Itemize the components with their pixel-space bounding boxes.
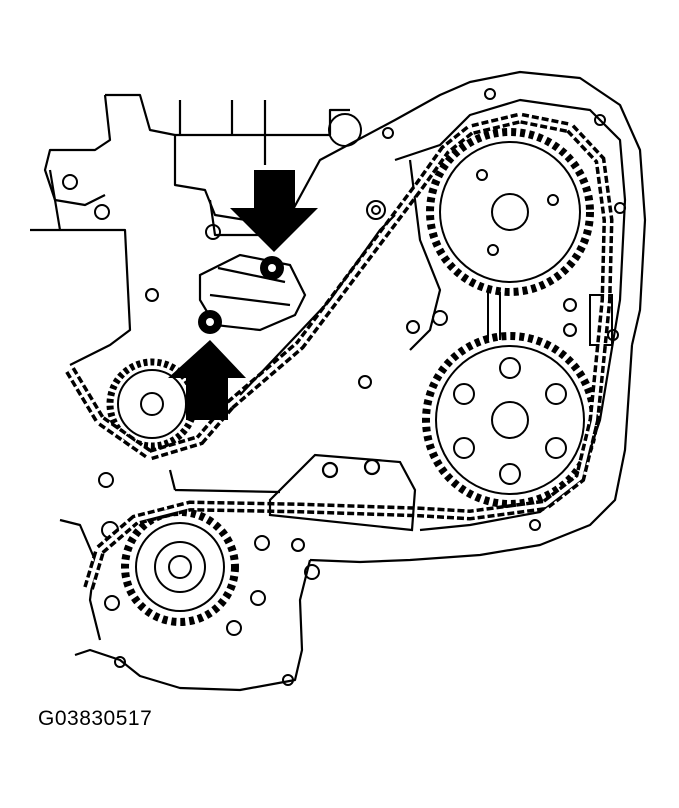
chain-guide [239, 214, 417, 532]
cover-bolts [62, 88, 626, 686]
arrow-up-icon [168, 340, 246, 420]
intermediate-sprocket [422, 332, 598, 508]
timing-chain [65, 112, 614, 592]
arrow-down-icon [230, 170, 318, 252]
camshaft-sprocket [426, 128, 594, 296]
tensioner-bolts [198, 256, 284, 334]
engine-block-outline [30, 70, 647, 692]
figure-code: G03830517 [38, 707, 153, 730]
crankshaft-sprocket [121, 508, 239, 626]
